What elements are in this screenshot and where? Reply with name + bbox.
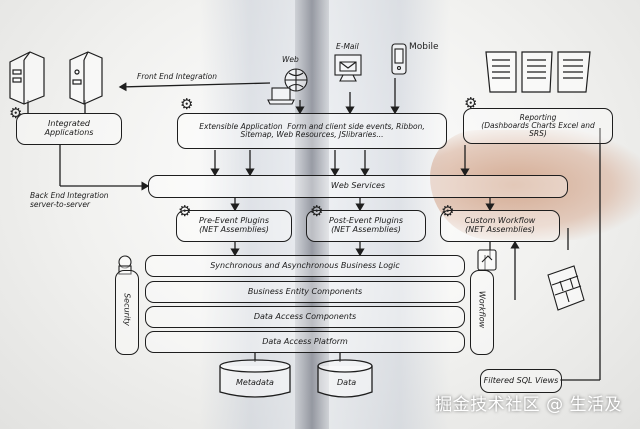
post-event-plugins-label: Post-Event Plugins (NET Assemblies) (329, 217, 403, 235)
server-icon-left (10, 52, 44, 104)
email-label: E-Mail (336, 43, 359, 52)
web-services-box: Web Services (148, 175, 568, 198)
email-monitor-icon (335, 55, 361, 81)
web-label: Web (282, 56, 299, 65)
gear-icon: ⚙ (180, 97, 193, 112)
metadata-label: Metadata (236, 378, 274, 387)
gear-icon: ⚙ (310, 204, 323, 219)
business-entity-label: Business Entity Components (248, 288, 362, 297)
laptop-globe-icon (268, 69, 307, 104)
mobile-label: Mobile (409, 42, 439, 52)
workflow-label: Workflow (478, 288, 487, 332)
gear-icon: ⚙ (178, 204, 191, 219)
integrated-applications-label: Integrated Applications (45, 120, 94, 138)
extensible-application-label: Extensible Application Form and client s… (199, 123, 424, 140)
firewall-icon (548, 266, 584, 310)
gear-icon: ⚙ (9, 106, 22, 121)
data-access-platform-label: Data Access Platform (262, 338, 348, 347)
mobile-phone-icon (392, 44, 406, 74)
front-end-integration-label: Front End Integration (137, 73, 217, 82)
integrated-applications-box: Integrated Applications (16, 113, 122, 145)
data-access-platform-layer: Data Access Platform (145, 331, 465, 353)
reporting-label: Reporting (Dashboards Charts Excel and S… (481, 114, 594, 139)
report-sheets-icon (486, 52, 590, 92)
server-icon-right (70, 52, 102, 104)
business-logic-layer: Synchronous and Asynchronous Business Lo… (145, 255, 465, 277)
front-end-arrow (120, 83, 270, 87)
back-end-integration-label: Back End Integration server-to-server (30, 192, 109, 209)
data-label: Data (337, 378, 356, 387)
custom-workflow-label: Custom Workflow (NET Assemblies) (465, 217, 536, 235)
post-event-plugins-box: Post-Event Plugins (NET Assemblies) (306, 210, 426, 242)
custom-workflow-box: Custom Workflow (NET Assemblies) (440, 210, 560, 242)
business-logic-label: Synchronous and Asynchronous Business Lo… (210, 262, 400, 271)
watermark: 掘金技术社区 @ 生活及 (435, 390, 622, 415)
extensible-application-box: Extensible Application Form and client s… (177, 113, 447, 149)
filtered-sql-views-label: Filtered SQL Views (484, 377, 559, 386)
data-access-layer: Data Access Components (145, 306, 465, 328)
gear-icon: ⚙ (441, 204, 454, 219)
reporting-box: Reporting (Dashboards Charts Excel and S… (463, 108, 613, 144)
business-entity-layer: Business Entity Components (145, 281, 465, 303)
security-label: Security (123, 288, 132, 332)
data-access-label: Data Access Components (254, 313, 356, 322)
web-services-label: Web Services (331, 182, 385, 191)
pre-event-plugins-box: Pre-Event Plugins (NET Assemblies) (176, 210, 292, 242)
gear-icon: ⚙ (464, 96, 477, 111)
workflow-clipboard-icon (478, 250, 496, 270)
pre-event-plugins-label: Pre-Event Plugins (NET Assemblies) (199, 217, 269, 235)
